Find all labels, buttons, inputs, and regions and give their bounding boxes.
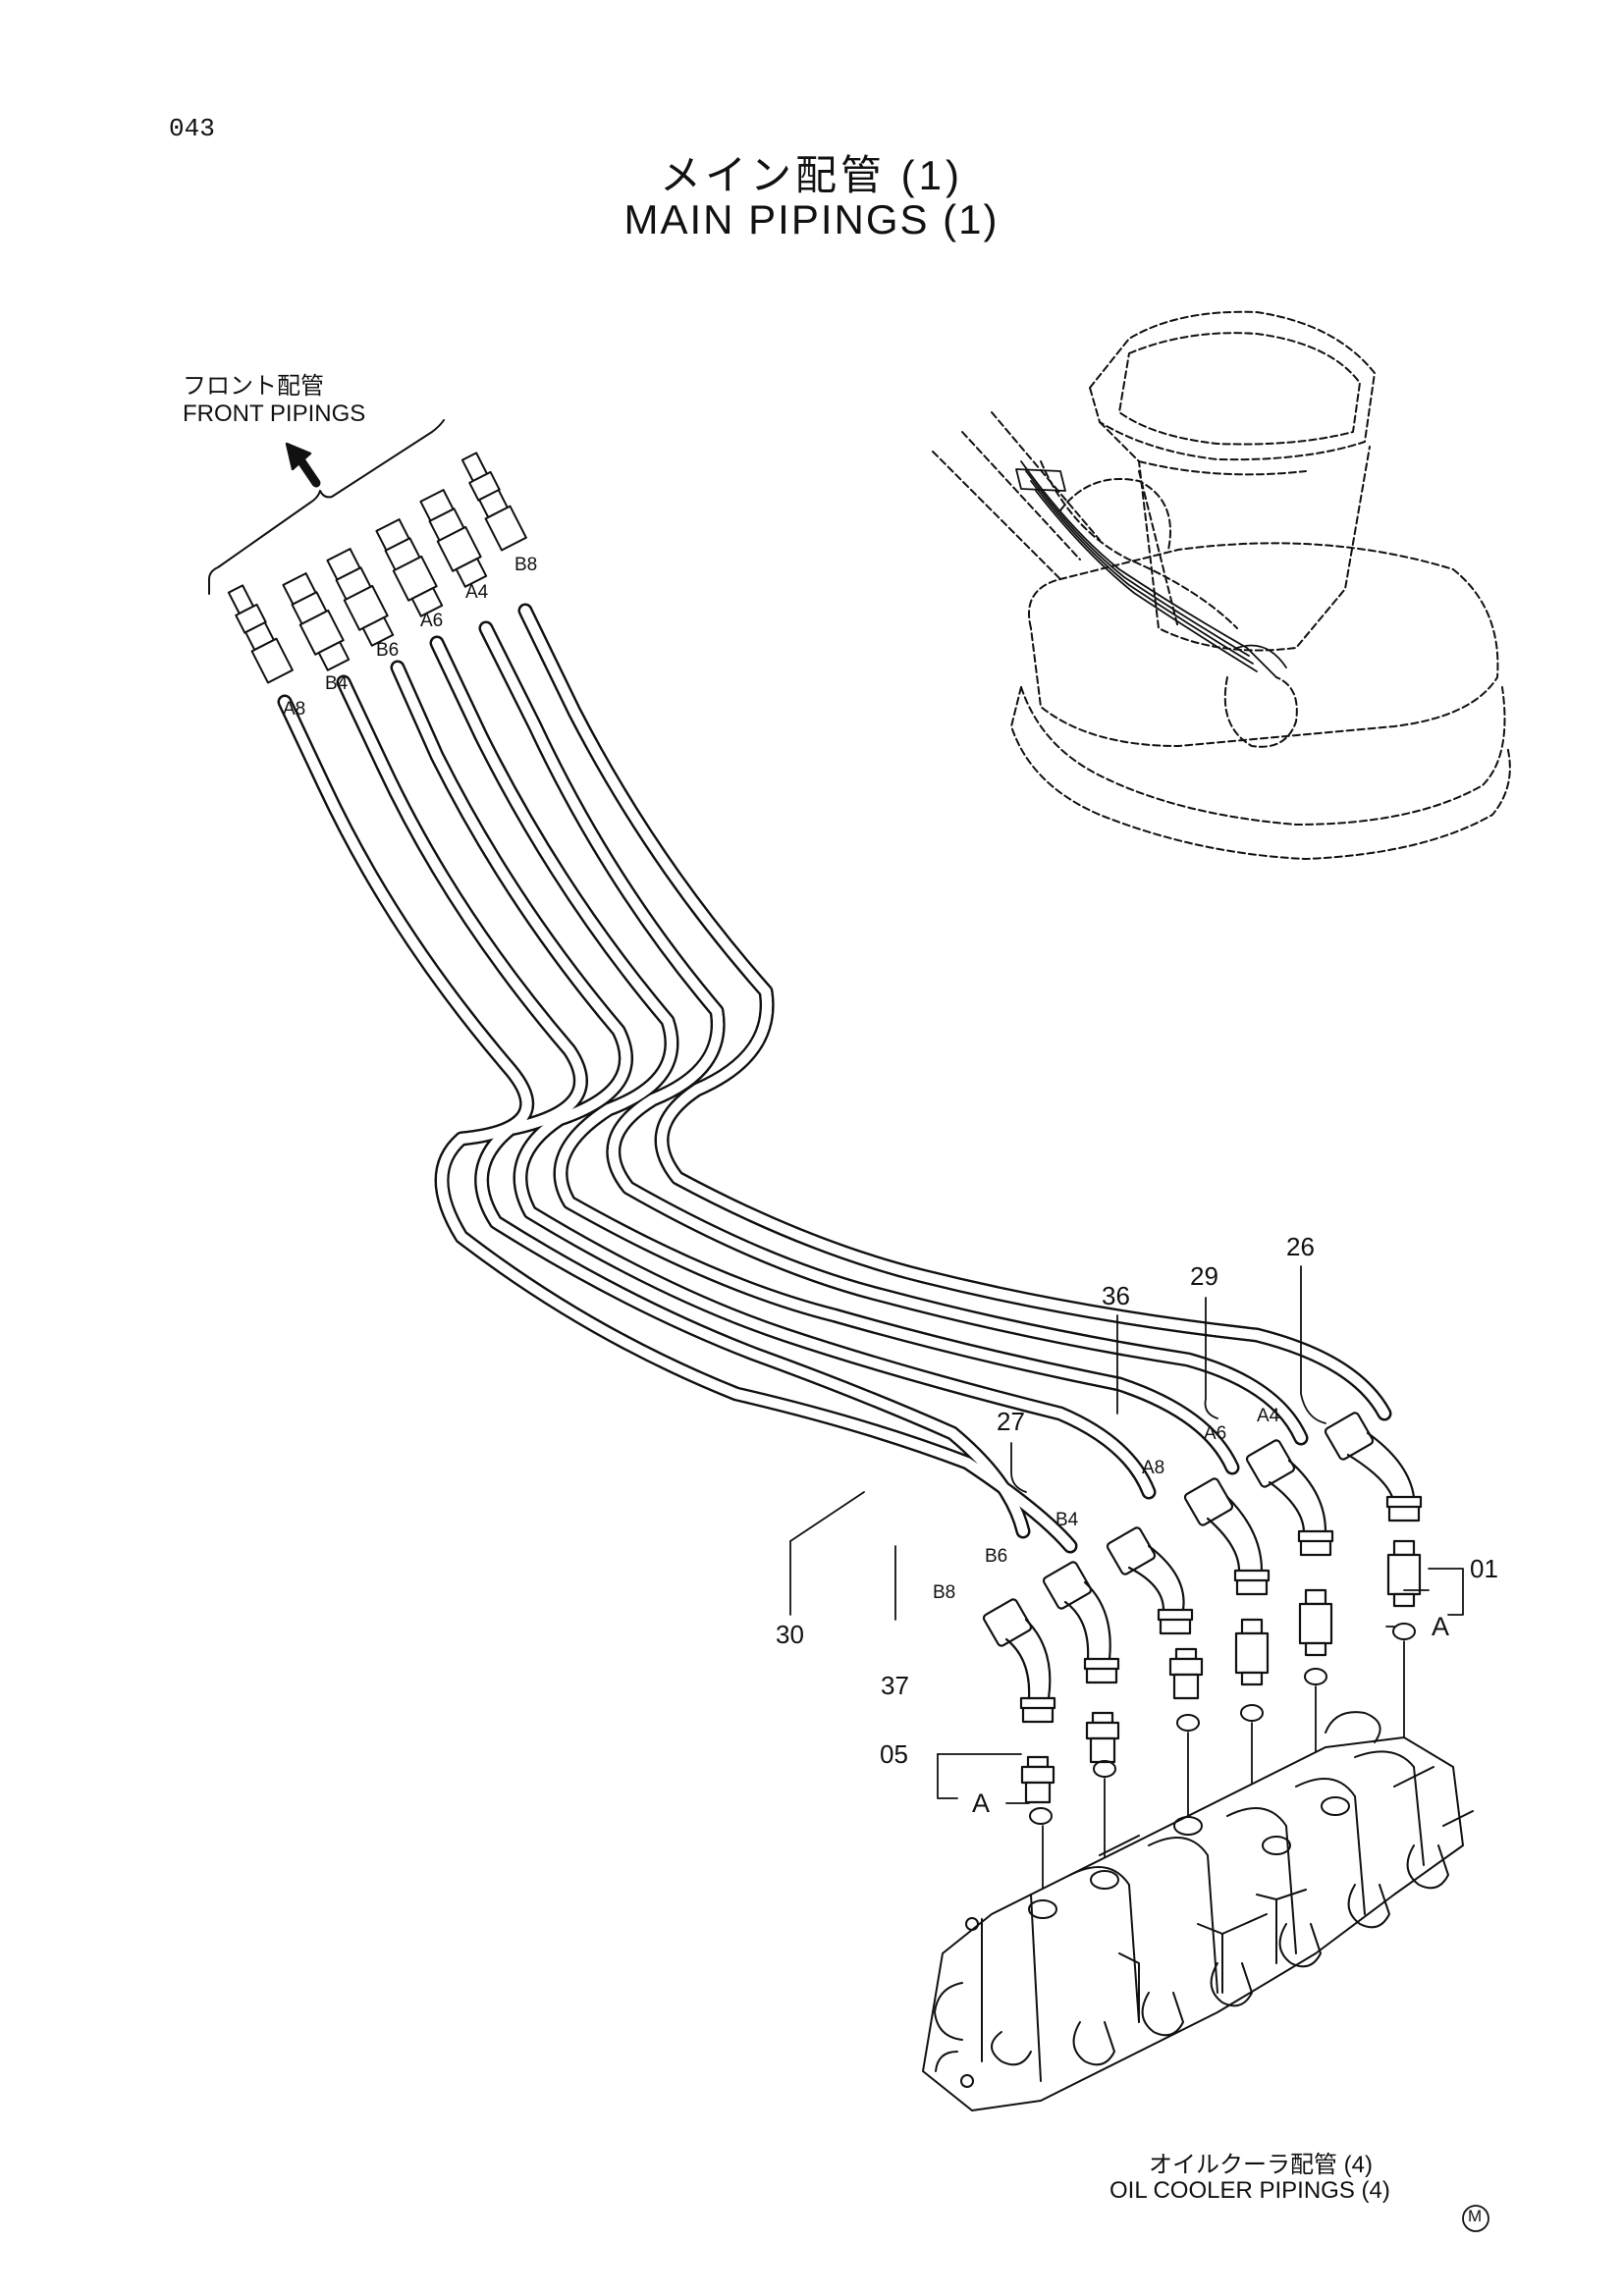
front-hose-fittings (227, 452, 527, 684)
page-number: 043 (169, 114, 215, 143)
trademark-mark: M (1468, 2207, 1483, 2225)
view-ref-a: A (972, 1789, 991, 1818)
part-number: 27 (997, 1407, 1025, 1436)
hose-tag: A8 (1142, 1458, 1165, 1478)
lower-elbow-fittings (982, 1412, 1423, 1724)
front-pipings-label-en: FRONT PIPINGS (183, 400, 366, 427)
hose-bundle (277, 603, 1392, 1554)
front-pipings-label-jp: フロント配管 (183, 373, 324, 400)
o-rings (1029, 1623, 1416, 1825)
hose-tag: A4 (465, 582, 489, 603)
part-number: 26 (1286, 1232, 1315, 1261)
oil-cooler-label-en: OIL COOLER PIPINGS (4) (1109, 2177, 1390, 2204)
hose-tag: B6 (376, 640, 400, 661)
hose-tag: A8 (283, 699, 306, 720)
front-pipings-bracket (208, 419, 445, 595)
machine-routing-lines (1015, 460, 1287, 678)
control-valve (922, 1711, 1474, 2111)
hose-tag: A6 (420, 611, 444, 631)
leader-lines (789, 1265, 1464, 1804)
hose-tag: B4 (325, 673, 349, 694)
part-number: 37 (881, 1671, 909, 1700)
hose-tag: B8 (933, 1582, 956, 1603)
front-direction-arrow-icon (285, 442, 321, 488)
oil-cooler-label-jp: オイルクーラ配管 (4) (1149, 2152, 1373, 2178)
hose-tag: B6 (985, 1546, 1008, 1567)
part-number: 36 (1102, 1281, 1130, 1310)
part-number: 05 (880, 1739, 908, 1769)
view-ref-a: A (1432, 1612, 1450, 1641)
part-number: 01 (1470, 1554, 1498, 1583)
page-title-en: MAIN PIPINGS (1) (623, 196, 1000, 242)
part-number: 29 (1190, 1261, 1218, 1291)
machine-overview-sketch (932, 310, 1511, 860)
hose-tag: B4 (1055, 1510, 1079, 1530)
part-number: 30 (776, 1620, 804, 1649)
adapters (1020, 1539, 1422, 1804)
hose-tag: A6 (1204, 1423, 1227, 1444)
hose-tag: A4 (1257, 1406, 1280, 1426)
hose-tag: B8 (514, 555, 538, 575)
page-title-jp: メイン配管 (1) (659, 152, 963, 198)
trademark-circle (1462, 2205, 1489, 2232)
